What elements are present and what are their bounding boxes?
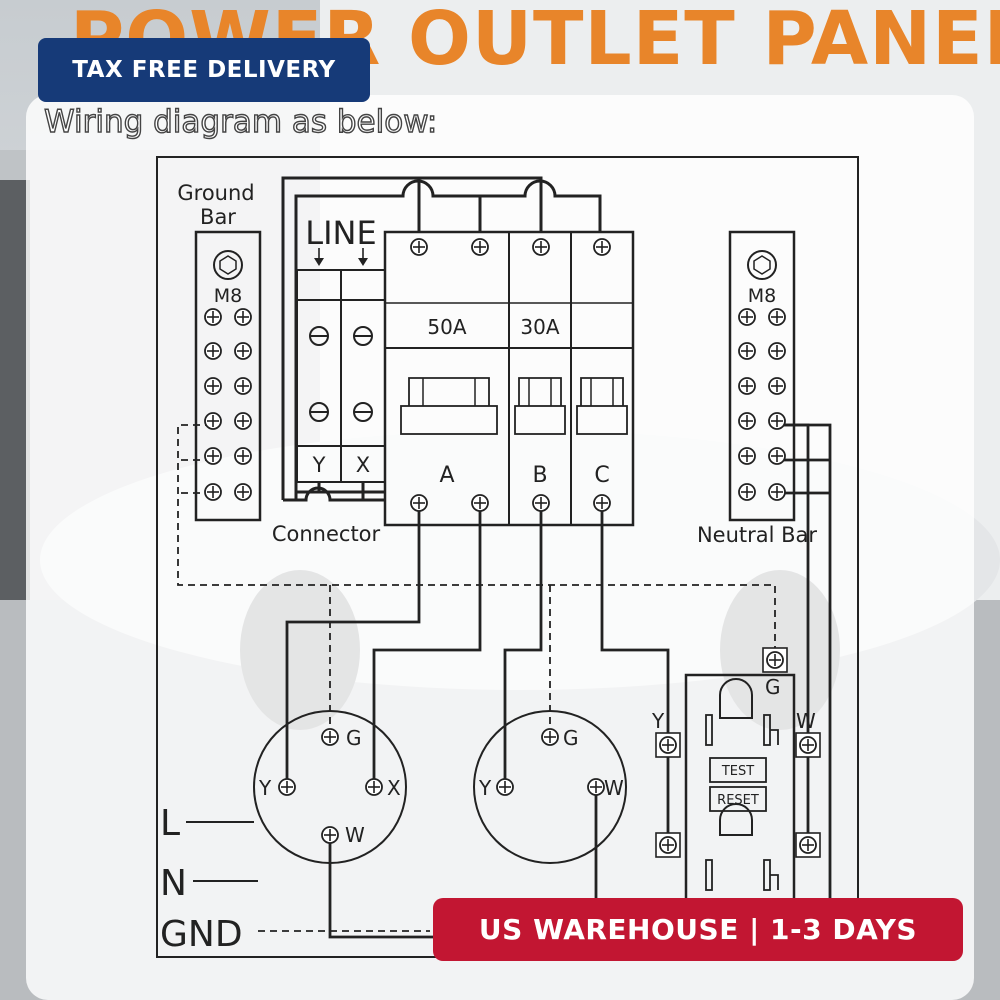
breaker-block <box>383 230 635 527</box>
breaker-load-screw <box>471 494 489 512</box>
connector-x-label: X <box>356 453 370 477</box>
ground-bar-label-1: Ground <box>177 181 254 205</box>
gfci-y: Y <box>651 709 665 733</box>
line-label: LINE <box>305 214 376 252</box>
breaker-line-screw <box>532 238 550 256</box>
legend-gnd: GND <box>160 914 243 955</box>
ground-bar-screw <box>234 483 252 501</box>
ground-bar-screw <box>204 377 222 395</box>
gfci-test: TEST <box>721 764 754 779</box>
neutral-bar-screw <box>768 447 786 465</box>
ground-bar-screw <box>204 342 222 360</box>
outlet-1-g: G <box>346 726 362 750</box>
connector-y-label: Y <box>312 453 326 477</box>
breaker-b-rating: 30A <box>520 315 559 339</box>
outlet-1-x: X <box>387 776 401 800</box>
breaker-c-label: C <box>594 463 609 488</box>
ground-bar-screw <box>204 412 222 430</box>
load-wires <box>285 423 832 955</box>
neutral-bar-screw <box>738 412 756 430</box>
ground-bar-screw <box>234 308 252 326</box>
breaker-a-rating: 50A <box>427 315 466 339</box>
breaker-load-screw <box>410 494 428 512</box>
breaker-line-screw <box>471 238 489 256</box>
gfci-y-load-screw <box>655 832 681 858</box>
gfci-w-line-screw <box>795 732 821 758</box>
breaker-line-screw <box>410 238 428 256</box>
connector-label: Connector <box>272 522 381 546</box>
ground-bar-screw <box>234 342 252 360</box>
neutral-bar-screw <box>738 308 756 326</box>
line-bus-wires <box>281 176 602 502</box>
ground-bar <box>194 230 262 522</box>
ground-bar-screw <box>234 447 252 465</box>
neutral-bar-label: Neutral Bar <box>697 523 817 547</box>
neutral-bar-screw <box>768 483 786 501</box>
gfci-y-line-screw <box>655 732 681 758</box>
gfci-g: G <box>765 675 781 699</box>
ground-bar-label-2: Bar <box>200 205 236 229</box>
outlet-1-x-screw <box>365 778 383 796</box>
neutral-bar-screw <box>768 377 786 395</box>
ground-bar-screw <box>204 447 222 465</box>
outlet-2-y: Y <box>478 776 492 800</box>
ground-bar-bolt: M8 <box>214 285 242 307</box>
neutral-bar <box>728 230 796 522</box>
breaker-b-label: B <box>532 463 547 488</box>
outlet-1-w-screw <box>321 826 339 844</box>
breaker-line-screw <box>593 238 611 256</box>
legend-n: N <box>160 863 187 904</box>
neutral-bar-screw <box>738 342 756 360</box>
breaker-load-screw <box>532 494 550 512</box>
neutral-bar-screw <box>738 483 756 501</box>
outlet-1-y-screw <box>278 778 296 796</box>
subtitle: Wiring diagram as below: <box>43 103 438 140</box>
ground-bar-screw <box>204 483 222 501</box>
breaker-a-label: A <box>439 463 454 488</box>
tax-free-badge: TAX FREE DELIVERY <box>38 38 370 102</box>
gfci-reset: RESET <box>717 793 759 808</box>
terminal-screws <box>204 238 821 858</box>
outlet-2-w-screw <box>587 778 605 796</box>
ground-bar-screw <box>204 308 222 326</box>
outlet-1-g-screw <box>321 728 339 746</box>
neutral-bar-bolt: M8 <box>748 285 776 307</box>
neutral-bar-screw <box>768 412 786 430</box>
warehouse-badge: US WAREHOUSE | 1-3 DAYS <box>433 898 963 961</box>
ground-bar-screw <box>234 377 252 395</box>
gfci-w-load-screw <box>795 832 821 858</box>
legend-l: L <box>160 803 180 844</box>
neutral-bar-screw <box>738 377 756 395</box>
outlet-2-g-screw <box>541 728 559 746</box>
neutral-bar-screw <box>768 342 786 360</box>
outlet-2-w: W <box>604 776 624 800</box>
neutral-bar-screw <box>768 308 786 326</box>
gfci-w: W <box>796 709 816 733</box>
connector-block <box>296 248 386 483</box>
outlet-1-w: W <box>345 823 365 847</box>
neutral-bar-screw <box>738 447 756 465</box>
ground-bar-screw <box>234 412 252 430</box>
gfci-g-screw <box>762 647 788 673</box>
outlet-2-y-screw <box>496 778 514 796</box>
breaker-load-screw <box>593 494 611 512</box>
legend-lines <box>186 821 258 882</box>
enclosure-box <box>156 156 859 958</box>
outlet-2-g: G <box>563 726 579 750</box>
outlet-1-y: Y <box>258 776 272 800</box>
